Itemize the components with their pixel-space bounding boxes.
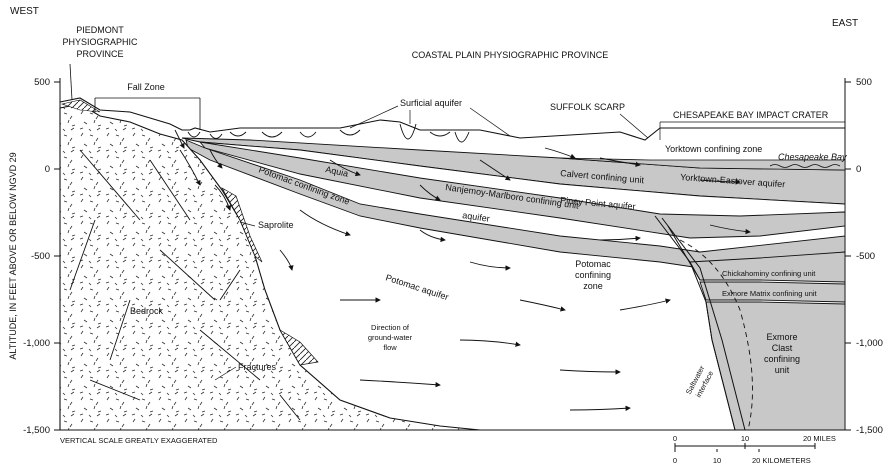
piedmont-label-2: PHYSIOGRAPHIC <box>62 37 138 47</box>
potomac-cz2-label-3: zone <box>583 281 603 291</box>
bedrock-label: Bedrock <box>130 306 164 316</box>
flow-arrows <box>174 129 751 411</box>
bedrock-fractures <box>69 149 301 421</box>
tick-right-m500: -500 <box>856 251 875 262</box>
yorktown-confining-zone <box>559 157 846 171</box>
scale-km-10: 10 <box>713 456 721 465</box>
coastal-plain-label: COASTAL PLAIN PHYSIOGRAPHIC PROVINCE <box>412 50 609 60</box>
impact-crater-label: CHESAPEAKE BAY IMPACT CRATER <box>673 110 829 120</box>
crater-faults <box>654 215 746 431</box>
surficial-dips <box>187 123 470 143</box>
scale-mi-20: 20 MILES <box>803 434 836 443</box>
saprolite-strip <box>221 187 263 263</box>
direction-label-2: ground-water <box>368 333 413 342</box>
saprolite-label: Saprolite <box>258 220 294 230</box>
fractures-label: Fractures <box>238 362 277 372</box>
east-label: EAST <box>832 18 858 29</box>
scale-mi-0: 0 <box>673 434 677 443</box>
scale-km-20: 20 KILOMETERS <box>752 456 811 465</box>
suffolk-scarp-label: SUFFOLK SCARP <box>550 102 625 112</box>
chesapeake-bay-label: Chesapeake Bay <box>778 152 847 162</box>
west-label: WEST <box>10 6 39 17</box>
exmore-matrix-unit <box>699 281 846 303</box>
fall-zone-label: Fall Zone <box>127 82 165 92</box>
tick-right-500: 500 <box>856 77 872 88</box>
scale-bar <box>674 443 816 452</box>
saprolite-lower <box>279 329 319 366</box>
right-axis-ticks <box>845 81 851 431</box>
chickahominy-label: Chickahominy confining unit <box>722 269 816 278</box>
left-axis-ticks <box>54 81 60 431</box>
tick-left-0: 0 <box>45 164 50 175</box>
direction-label-1: Direction of <box>371 323 410 332</box>
exmore-clast-2: Clast <box>772 343 793 353</box>
surficial-leaders <box>349 105 511 137</box>
bay-water-surface <box>769 164 841 168</box>
saprolite-top <box>60 99 101 113</box>
tick-left-m500: -500 <box>31 251 50 262</box>
nanjemoy-gray-band <box>198 141 846 239</box>
saltwater-interface-line <box>679 239 753 431</box>
piedmont-label-3: PROVINCE <box>76 49 123 59</box>
scale-mi-10: 10 <box>741 434 749 443</box>
tick-left-m1500: -1,500 <box>23 425 50 436</box>
exmore-clast-3: confining <box>764 354 800 364</box>
tick-left-500: 500 <box>34 77 50 88</box>
piedmont-leader <box>69 63 73 101</box>
vertical-scale-note: VERTICAL SCALE GREATLY EXAGGERATED <box>60 436 218 445</box>
y-axis-label: ALTITUDE, IN FEET ABOVE OR BELOW NGVD 29 <box>8 152 18 359</box>
scale-km-0: 0 <box>673 456 677 465</box>
yorktown-confining-zone-label: Yorktown confining zone <box>665 144 762 154</box>
land-surface <box>59 97 845 141</box>
tick-right-0: 0 <box>856 164 861 175</box>
tick-right-m1000: -1,000 <box>856 338 883 349</box>
piedmont-label-1: PIEDMONT <box>76 25 124 35</box>
surficial-aquifer-label: Surficial aquifer <box>400 98 462 108</box>
potomac-cz2-label-2: confining <box>575 270 611 280</box>
tick-right-m1500: -1,500 <box>856 425 883 436</box>
aquia-label-2: aquifer <box>462 210 491 224</box>
potomac-cz2-label-1: Potomac <box>575 259 611 269</box>
direction-label-3: flow <box>383 343 397 352</box>
aquia-label-1: Aquia <box>325 164 350 179</box>
potomac-aquifer-label: Potomac aquifer <box>384 272 449 302</box>
exmore-matrix-label: Exmore Matrix confining unit <box>722 289 818 298</box>
exmore-clast-1: Exmore <box>766 332 797 342</box>
exmore-clast-4: unit <box>775 365 790 375</box>
tick-left-m1000: -1,000 <box>23 338 50 349</box>
